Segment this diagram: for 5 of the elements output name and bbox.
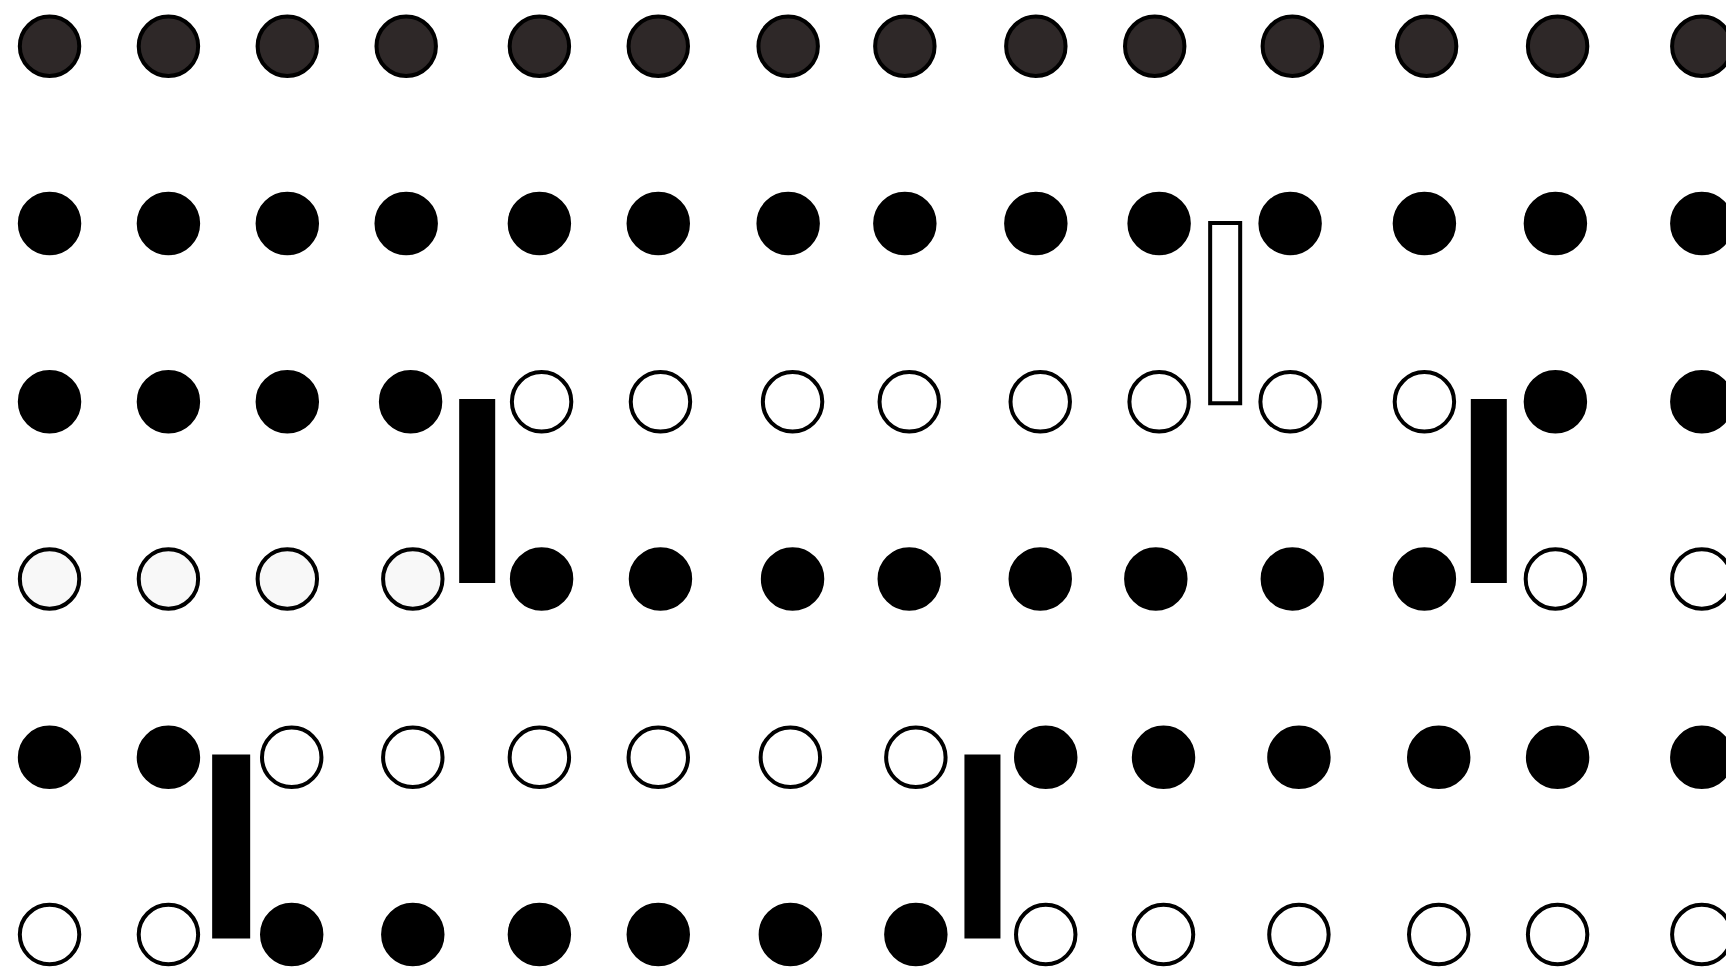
bar — [459, 399, 496, 584]
bar — [212, 754, 251, 939]
open-bar — [1208, 221, 1243, 406]
bar — [964, 754, 1001, 939]
bar — [1470, 399, 1507, 584]
